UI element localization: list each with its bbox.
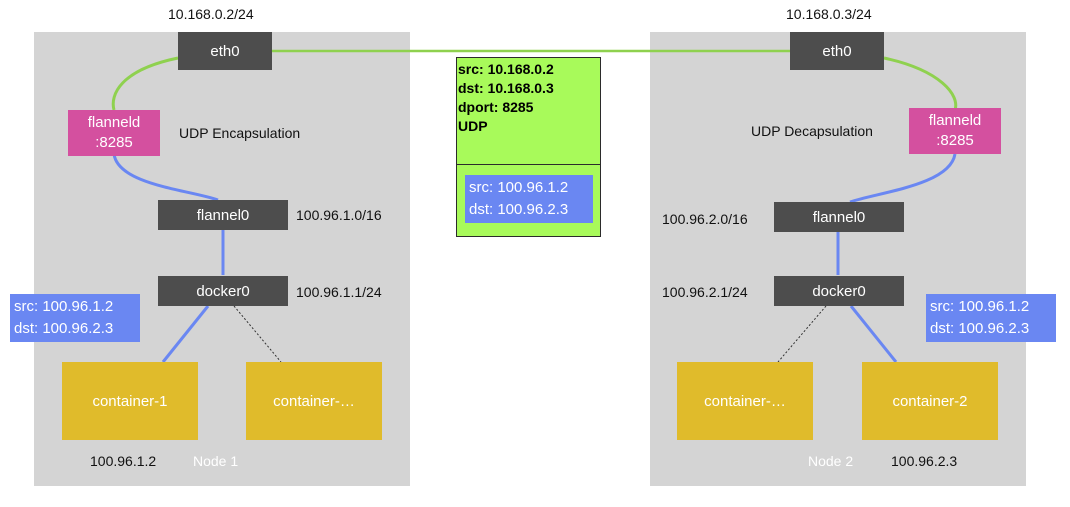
node2-eth0-flanneld-link xyxy=(883,56,958,111)
outer-packet-dport: dport: 8285 xyxy=(458,99,534,115)
node2-flannel0-cidr: 100.96.2.0/16 xyxy=(662,211,748,227)
node2-flanneld-name: flanneld xyxy=(928,112,982,129)
node1-flanneld-flannel0-link xyxy=(112,153,219,202)
node2-decap-label: UDP Decapsulation xyxy=(751,123,873,139)
outer-packet-header: src: 10.168.0.2 dst: 10.168.0.3 dport: 8… xyxy=(457,58,600,165)
node1-flanneld-port: :8285 xyxy=(95,134,133,151)
node2-flanneld-port: :8285 xyxy=(936,132,974,149)
node1-encap-label: UDP Encapsulation xyxy=(179,125,301,141)
node1-flanneld-name: flanneld xyxy=(87,114,141,131)
node2-inner-packet-label: src: 100.96.1.2 dst: 100.96.2.3 xyxy=(926,294,1056,342)
outer-packet-inner-src: src: 100.96.1.2 xyxy=(469,179,569,196)
node2-container-2: container-2 xyxy=(862,362,998,440)
outer-packet-dst: dst: 10.168.0.3 xyxy=(458,80,554,96)
node1-docker0-container-other-link xyxy=(233,305,282,363)
node1-container-ip: 100.96.1.2 xyxy=(90,453,157,469)
outer-packet-inner-dst: dst: 100.96.2.3 xyxy=(469,201,569,218)
node1-flannel0: flannel0 xyxy=(158,200,288,230)
node2-flannel0: flannel0 xyxy=(774,202,904,232)
node2-docker0-container-other-link xyxy=(777,305,827,363)
node1-name: Node 1 xyxy=(193,453,239,469)
node2-packet-dst: dst: 100.96.2.3 xyxy=(930,320,1030,337)
node1-docker0-container1-link xyxy=(161,305,210,363)
outer-packet-inner: src: 100.96.1.2 dst: 100.96.2.3 xyxy=(465,175,593,223)
node1-flanneld: flanneld :8285 xyxy=(68,110,160,156)
node1-flannel0-cidr: 100.96.1.0/16 xyxy=(296,207,382,223)
outer-packet-proto: UDP xyxy=(458,118,488,134)
node2-eth0: eth0 xyxy=(790,32,884,70)
node1-docker0: docker0 xyxy=(158,276,288,306)
node2-docker0-cidr: 100.96.2.1/24 xyxy=(662,284,748,300)
node2-flanneld: flanneld :8285 xyxy=(909,108,1001,154)
node2-container-other: container-… xyxy=(677,362,813,440)
node1-container-other: container-… xyxy=(246,362,382,440)
node1-docker0-cidr: 100.96.1.1/24 xyxy=(296,284,382,300)
outer-packet: src: 10.168.0.2 dst: 10.168.0.3 dport: 8… xyxy=(456,57,601,237)
node2-docker0: docker0 xyxy=(774,276,904,306)
node1-container-1: container-1 xyxy=(62,362,198,440)
node2-packet-src: src: 100.96.1.2 xyxy=(930,298,1030,315)
node2-container-ip: 100.96.2.3 xyxy=(891,453,958,469)
node1-packet-src: src: 100.96.1.2 xyxy=(14,298,114,315)
outer-packet-src: src: 10.168.0.2 xyxy=(458,61,554,77)
node2-ip-label: 10.168.0.3/24 xyxy=(786,6,872,22)
node2-flanneld-flannel0-link xyxy=(849,153,957,204)
node2-name: Node 2 xyxy=(808,453,854,469)
node1-inner-packet-label: src: 100.96.1.2 dst: 100.96.2.3 xyxy=(10,294,140,342)
node1-packet-dst: dst: 100.96.2.3 xyxy=(14,320,114,337)
node1-eth0-flanneld-link xyxy=(111,56,179,111)
node1-eth0: eth0 xyxy=(178,32,272,70)
node2-docker0-container2-link xyxy=(849,305,898,363)
node1-ip-label: 10.168.0.2/24 xyxy=(168,6,254,22)
